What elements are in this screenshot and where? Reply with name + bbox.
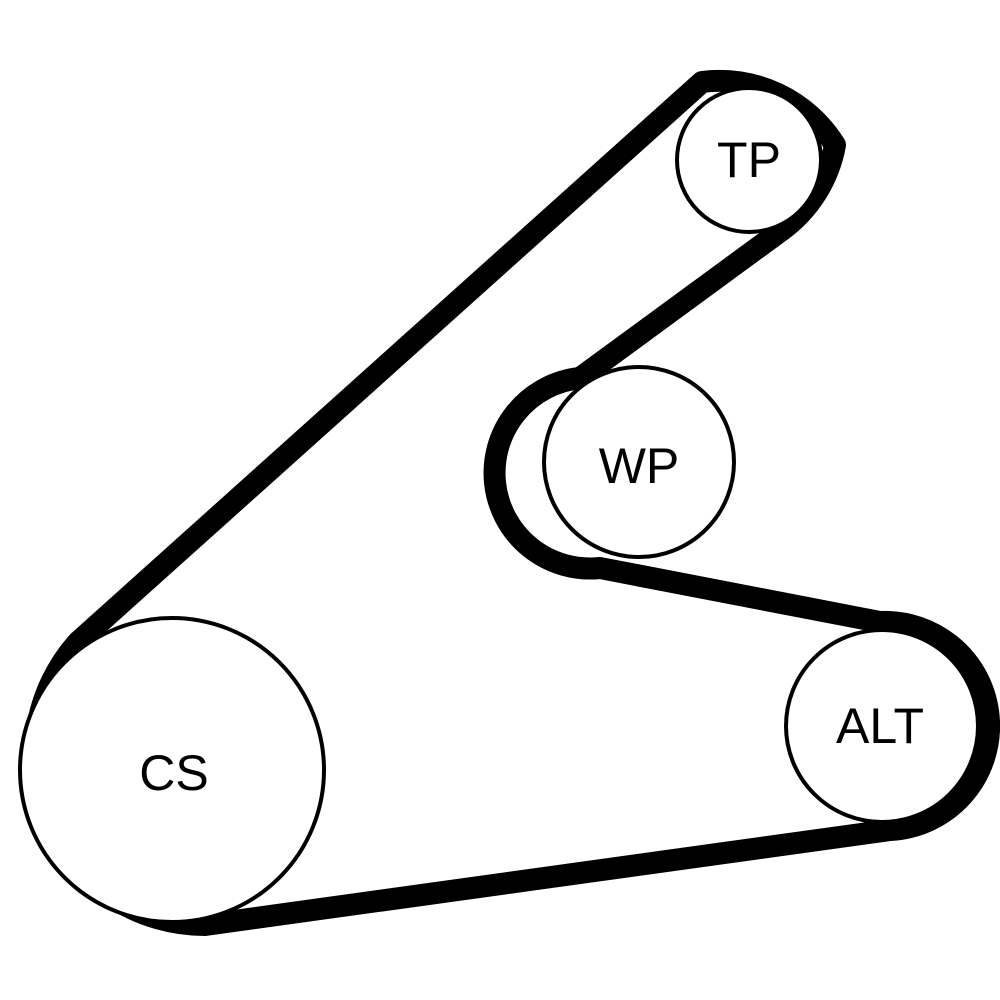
pulley-wp-circle (542, 365, 736, 559)
pulley-alt: ALT (784, 628, 980, 824)
pulley-wp: WP (542, 365, 736, 559)
pulley-cs-circle (18, 616, 326, 924)
pulley-cs-label: CS (139, 745, 208, 801)
pulley-wp-label: WP (599, 438, 680, 494)
pulley-tp: TP (675, 86, 823, 234)
pulley-tp-label: TP (717, 132, 781, 188)
pulley-cs: CS (18, 616, 326, 924)
pulley-alt-circle (784, 628, 980, 824)
pulley-tp-circle (675, 86, 823, 234)
pulley-alt-label: ALT (836, 698, 924, 754)
